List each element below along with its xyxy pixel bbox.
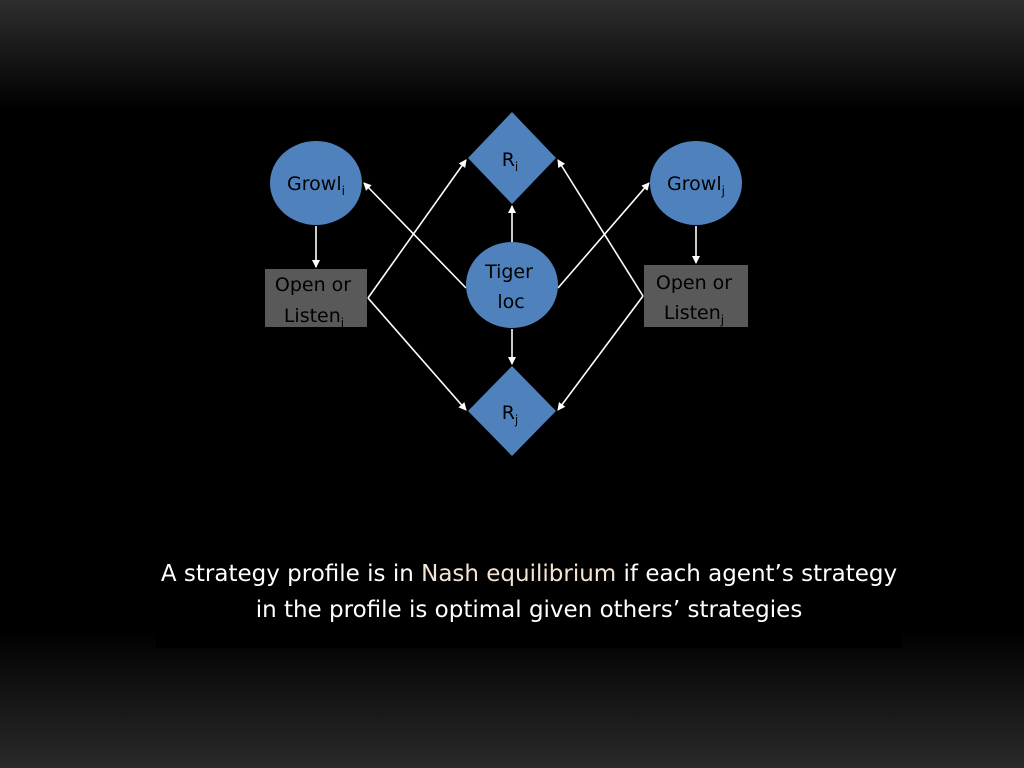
node-growl-i: Growli (270, 141, 362, 225)
node-r-i: Ri (468, 112, 556, 204)
caption-text-after: if each agent’s strategy in the profile … (255, 561, 898, 623)
action-j-label-line1: Open or (656, 272, 732, 294)
action-i-label-line2: Listeni (284, 305, 344, 330)
edge-action-i-to-r-i (367, 159, 467, 299)
tiger-loc-shape (466, 242, 558, 328)
node-action-j: Open or Listenj (644, 265, 748, 327)
caption-text-before: A strategy profile is in (160, 561, 422, 587)
r-i-shape (468, 112, 556, 204)
caption: A strategy profile is in Nash equilibriu… (156, 552, 902, 648)
edge-action-i-to-r-j (367, 297, 467, 411)
edge-action-j-to-r-j (557, 295, 644, 411)
growl-j-shape (650, 141, 742, 225)
edge-tiger-to-growl-i (363, 182, 467, 289)
action-j-label-line2: Listenj (664, 302, 724, 327)
growl-i-shape (270, 141, 362, 225)
node-r-j: Rj (468, 366, 556, 456)
tiger-loc-label-line2: loc (497, 291, 524, 313)
r-i-label: Ri (502, 149, 519, 174)
node-tiger-loc: Tiger loc (466, 242, 558, 328)
r-j-label: Rj (502, 402, 519, 427)
diagram-edges (312, 159, 700, 411)
action-i-label-line1: Open or (275, 274, 351, 296)
tiger-loc-label-line1: Tiger (484, 261, 533, 283)
action-j-shape (644, 265, 748, 327)
edge-tiger-to-growl-j (557, 182, 650, 289)
caption-highlight-nash-equilibrium: Nash equilibrium (421, 561, 617, 587)
growl-i-label: Growli (287, 173, 345, 198)
edge-action-j-to-r-i (557, 159, 644, 297)
action-i-shape (265, 269, 367, 327)
growl-j-label: Growlj (667, 173, 725, 198)
node-growl-j: Growlj (650, 141, 742, 225)
r-j-shape (468, 366, 556, 456)
node-action-i: Open or Listeni (265, 269, 367, 330)
